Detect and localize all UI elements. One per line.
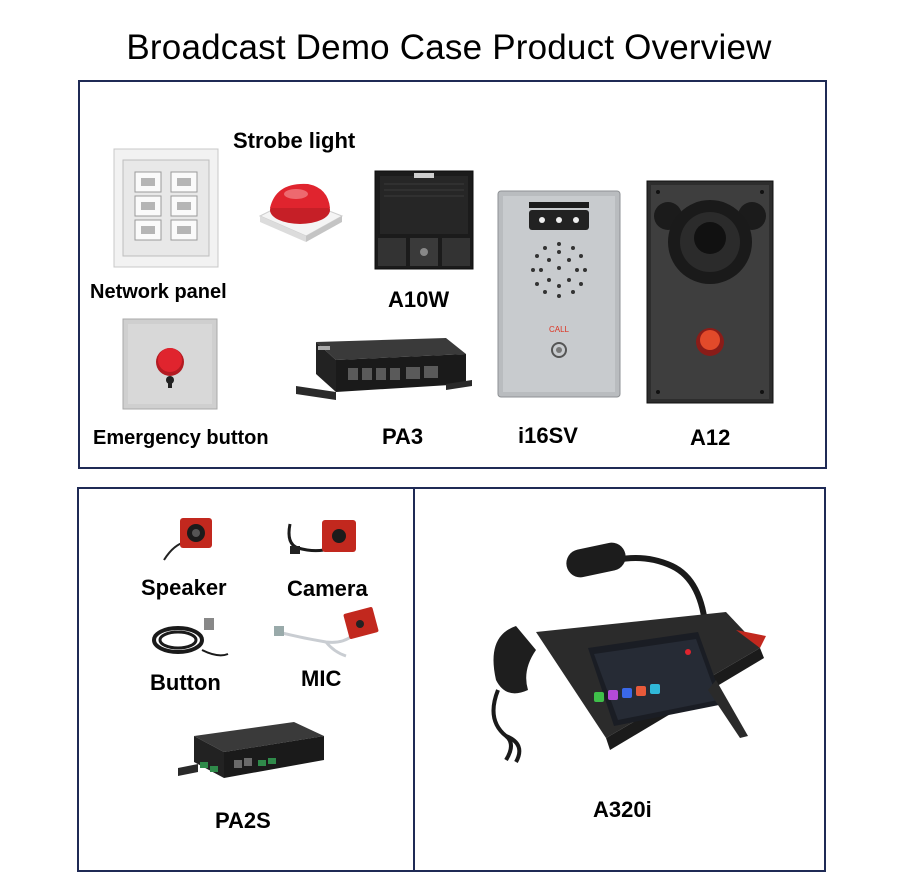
pa3-image	[296, 334, 472, 404]
pa3-label: PA3	[382, 424, 424, 449]
speaker-label: Speaker	[141, 575, 227, 600]
strobe-light-label: Strobe light	[233, 128, 356, 153]
speaker-image	[160, 514, 224, 568]
page-title: Broadcast Demo Case Product Overview	[126, 28, 772, 67]
a320i-label: A320i	[593, 797, 652, 822]
svg-text:CALL: CALL	[549, 325, 570, 334]
mic-label: MIC	[301, 666, 342, 691]
strobe-light-image	[256, 172, 346, 244]
i16sv-image: CALL	[497, 190, 621, 398]
network-panel-image	[113, 148, 219, 268]
camera-image	[284, 514, 364, 568]
pa2s-image	[174, 716, 332, 788]
emergency-button-image	[122, 318, 218, 410]
i16sv-label: i16SV	[518, 423, 578, 448]
emergency-button-label: Emergency button	[93, 427, 269, 449]
mic-image	[272, 606, 382, 664]
a320i-image	[476, 540, 776, 786]
camera-label: Camera	[287, 576, 368, 601]
button-label: Button	[150, 670, 221, 695]
a12-image	[646, 180, 774, 404]
a10w-label: A10W	[388, 287, 450, 312]
a12-label: A12	[690, 425, 731, 450]
button-image	[148, 614, 232, 670]
network-panel-label: Network panel	[90, 281, 227, 303]
a10w-image	[374, 170, 474, 270]
bottom-left-panel	[77, 487, 415, 872]
pa2s-label: PA2S	[215, 808, 271, 833]
